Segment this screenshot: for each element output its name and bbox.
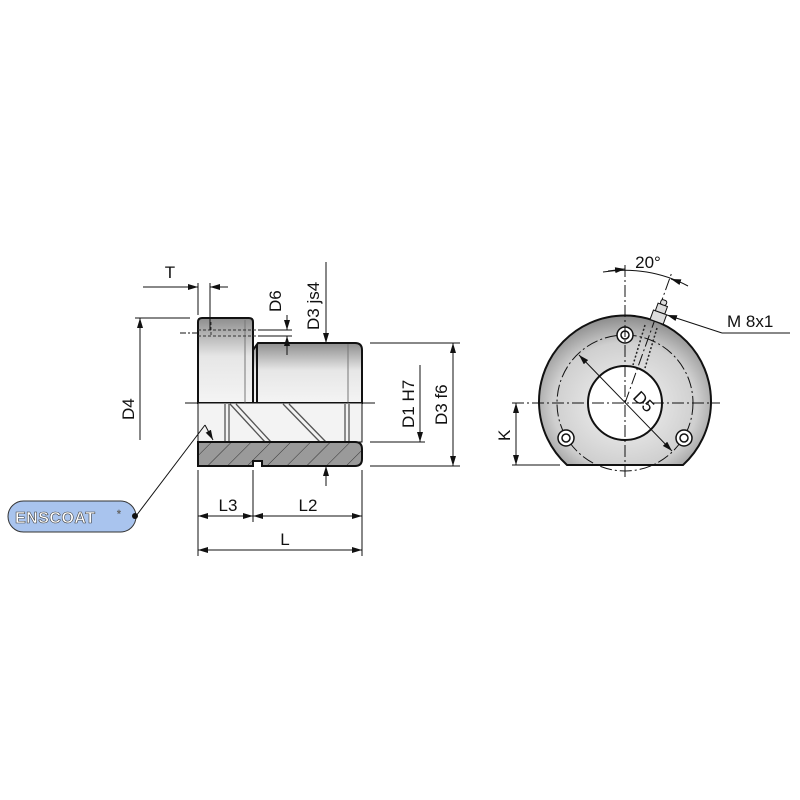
bore [197, 402, 363, 443]
flange-upper [197, 317, 254, 404]
dim-D4: D4 [119, 398, 138, 420]
lubrication-grooves [224, 403, 350, 443]
body-upper [252, 342, 363, 404]
dim-L2: L2 [299, 496, 318, 515]
dim-L: L [280, 530, 289, 549]
thread-label: M 8x1 [727, 312, 773, 331]
angle-label: 20° [635, 253, 661, 272]
section-hatch [197, 441, 363, 467]
dim-D1-H7: D1 H7 [399, 380, 418, 428]
side-view: T D6 D3 js4 D4 D1 H7 D3 f6 L3 L2 L ENSCO… [7, 262, 460, 556]
dim-L3: L3 [219, 496, 238, 515]
enscoat-mark: * [117, 509, 121, 520]
dim-D6: D6 [266, 290, 285, 312]
dim-T: T [165, 263, 175, 282]
front-view: 20° M 8x1 D5 K [495, 253, 790, 478]
enscoat-badge: ENSCOAT * [7, 500, 138, 533]
dim-K: K [495, 429, 514, 441]
enscoat-label: ENSCOAT [15, 510, 96, 527]
mounting-holes [557, 326, 693, 447]
dim-D3-f6: D3 f6 [432, 384, 451, 425]
grease-nipple [649, 299, 669, 325]
dim-D3-js4: D3 js4 [304, 282, 323, 330]
